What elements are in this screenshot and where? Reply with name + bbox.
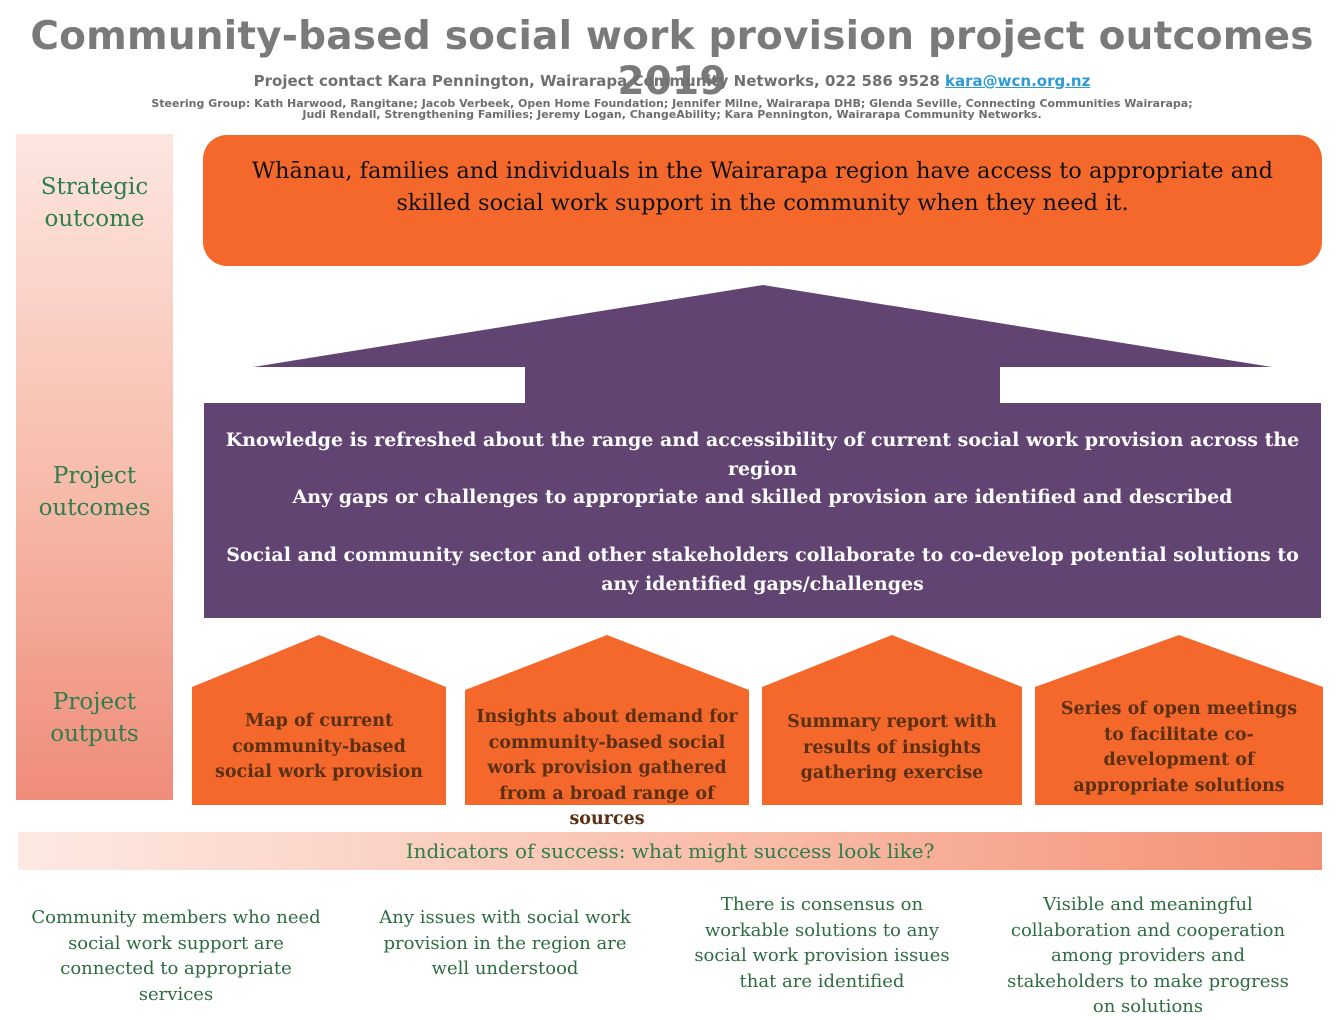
project-contact: Project contact Kara Pennington, Wairara…: [0, 72, 1344, 90]
steering-group: Steering Group: Kath Harwood, Rangitane;…: [70, 98, 1274, 120]
project-outcome-2: Any gaps or challenges to appropriate an…: [292, 486, 1233, 508]
strategic-outcome-box: Whānau, families and individuals in the …: [203, 135, 1322, 266]
indicator-3: There is consensus on workable solutions…: [694, 894, 950, 992]
project-output-1: Map of current community-based social wo…: [215, 711, 423, 782]
steering-line-1: Steering Group: Kath Harwood, Rangitane;…: [151, 97, 1193, 110]
upward-arrow: [253, 285, 1272, 403]
arrow-head: [253, 285, 1272, 403]
indicator-2: Any issues with social work provision in…: [379, 907, 631, 979]
indicator-1: Community members who need social work s…: [31, 907, 321, 1005]
output-shape-1: [192, 635, 446, 805]
indicators-title: Indicators of success: what might succes…: [405, 839, 935, 863]
output-shape-4: [1035, 635, 1323, 805]
contact-text: Project contact Kara Pennington, Wairara…: [253, 72, 940, 90]
output-shape-3: [762, 635, 1022, 805]
project-output-4: Series of open meetings to facilitate co…: [1060, 699, 1298, 796]
output-shapes: [192, 635, 1323, 805]
indicators-bar: Indicators of success: what might succes…: [18, 832, 1322, 870]
project-outcomes-box: Knowledge is refreshed about the range a…: [204, 403, 1321, 618]
project-outcome-3: Social and community sector and other st…: [226, 544, 1299, 595]
steering-line-2: Judi Rendall, Strengthening Families; Je…: [302, 108, 1042, 121]
project-outcome-1: Knowledge is refreshed about the range a…: [225, 429, 1300, 480]
project-output-2: Insights about demand for community-base…: [476, 707, 738, 829]
label-project-outcomes: Project outcomes: [38, 463, 151, 521]
label-project-outputs: Project outputs: [50, 689, 139, 747]
page-title: Community-based social work provision pr…: [30, 14, 1314, 104]
contact-email-link[interactable]: kara@wcn.org.nz: [945, 72, 1091, 90]
level-band: [16, 134, 173, 800]
strategic-outcome-text: Whānau, families and individuals in the …: [251, 157, 1274, 216]
output-shape-2: [465, 635, 749, 805]
label-strategic-outcome: Strategic outcome: [40, 174, 149, 232]
indicator-4: Visible and meaningful collaboration and…: [1007, 894, 1289, 1017]
project-output-3: Summary report with results of insights …: [787, 712, 997, 783]
